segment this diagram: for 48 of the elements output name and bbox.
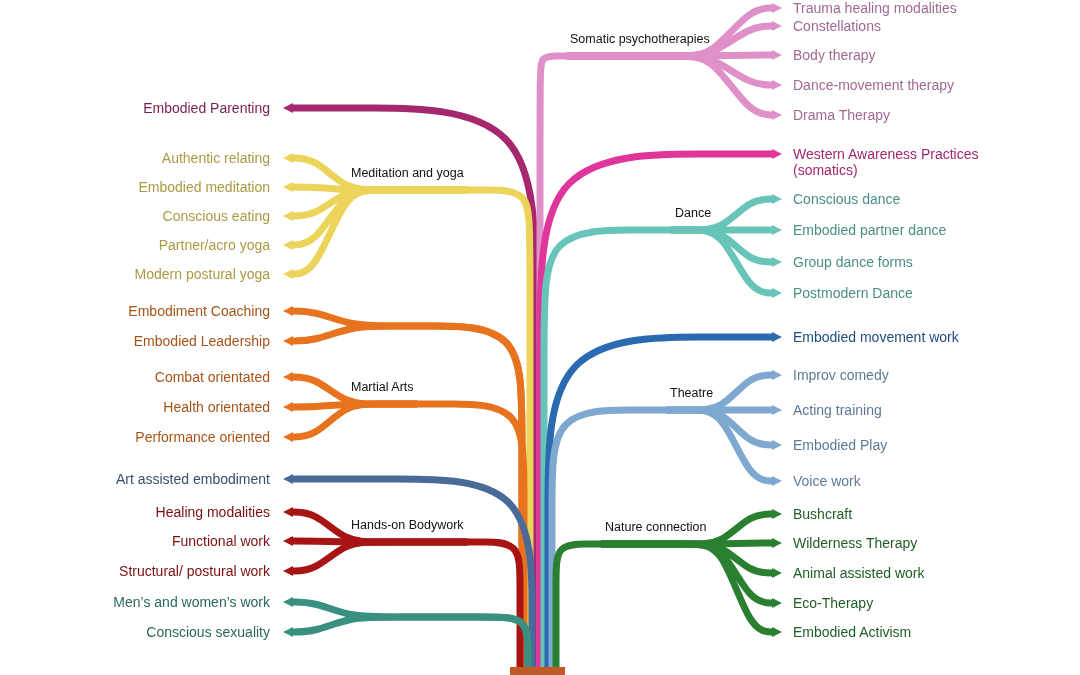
- topic-label: Men’s and women’s work: [113, 594, 290, 610]
- topic-label: Eco-Therapy: [775, 595, 874, 611]
- branch-arrow: [283, 474, 536, 667]
- topic-label: Embodied Activism: [775, 624, 912, 640]
- category-label: Hands-on Bodywork: [347, 518, 468, 548]
- trunk-base: [510, 667, 565, 675]
- topic-label: Embodiment Coaching: [128, 303, 290, 319]
- topic-label: Acting training: [775, 402, 882, 418]
- topic-label: Conscious dance: [775, 191, 901, 207]
- topic-label: Embodied movement work: [775, 329, 959, 345]
- category-label: Somatic psychotherapies: [566, 32, 714, 62]
- topic-label: Embodied meditation: [138, 179, 290, 195]
- topic-label: Dance-movement therapy: [775, 77, 955, 93]
- topic-label: Trauma healing modalities: [775, 0, 957, 16]
- topic-label: Functional work: [171, 533, 290, 549]
- category-label: Meditation and yoga: [347, 166, 468, 196]
- topic-label: Voice work: [775, 473, 861, 489]
- topic-label: Partner/acro yoga: [158, 237, 290, 253]
- topic-label: Performance oriented: [135, 429, 290, 445]
- category-label: Nature connection: [601, 520, 711, 550]
- topic-label: Authentic relating: [161, 150, 290, 166]
- category-label: Theatre: [666, 386, 718, 416]
- topic-label: Embodied partner dance: [775, 222, 947, 238]
- topic-label: Body therapy: [775, 47, 876, 63]
- topic-label: Art assisted embodiment: [115, 471, 290, 487]
- topic-label: Healing modalities: [155, 504, 290, 520]
- topic-label: Embodied Play: [775, 437, 888, 453]
- topic-label: Wilderness Therapy: [775, 535, 918, 551]
- category-label: Dance: [671, 206, 716, 236]
- topic-label: Conscious sexuality: [146, 624, 290, 640]
- topic-label: Conscious eating: [162, 208, 290, 224]
- topic-label: Constellations: [775, 18, 881, 34]
- branch-arrow: [283, 103, 540, 667]
- topic-label: Health orientated: [163, 399, 290, 415]
- topic-label: Western Awareness Practices (somatics): [775, 146, 993, 178]
- branch-arrow: [283, 613, 532, 669]
- topic-label: Drama Therapy: [775, 107, 890, 123]
- topic-label: Group dance forms: [775, 254, 913, 270]
- topic-label: Combat orientated: [154, 369, 290, 385]
- topic-label: Structural/ postural work: [119, 563, 290, 579]
- topic-label: Animal assisted work: [775, 565, 925, 581]
- topic-label: Modern postural yoga: [134, 266, 290, 282]
- category-label: Martial Arts: [347, 380, 418, 410]
- topic-label: Embodied Leadership: [133, 333, 290, 349]
- topic-label: Improv comedy: [775, 367, 889, 383]
- topic-label: Embodied Parenting: [143, 100, 290, 116]
- topic-label: Postmodern Dance: [775, 285, 913, 301]
- topic-label: Bushcraft: [775, 506, 853, 522]
